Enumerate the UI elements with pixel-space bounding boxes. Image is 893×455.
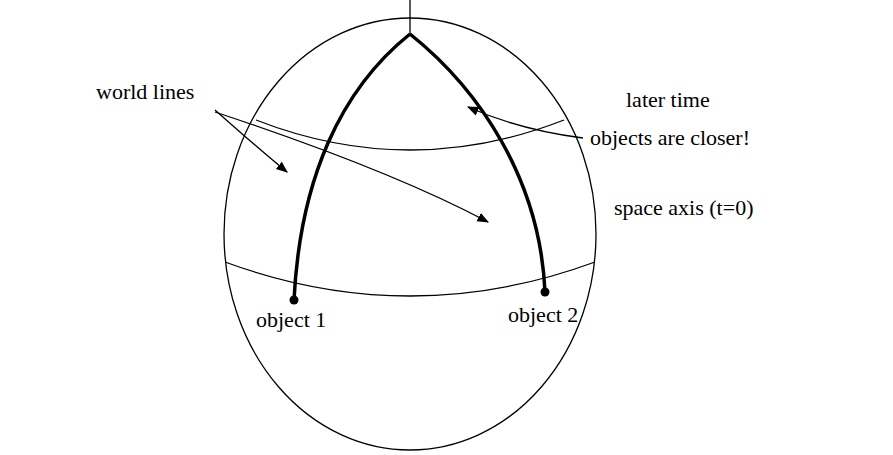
object-label: object 2 [508,303,578,327]
time-label: later time [626,88,710,112]
axis-label: space axis (t=0) [614,196,753,220]
time-axis-tick [409,0,410,34]
annotation-label: world lines [96,80,194,104]
object-dot [541,288,550,297]
space-axis-curve [225,262,595,296]
sphere-outline [224,18,596,450]
object-dot [290,296,299,305]
annotation-label: objects are closer! [590,126,750,150]
world-line [294,34,410,300]
leader-arrow [215,112,488,222]
object-label: object 1 [256,308,326,332]
world-line [410,34,545,292]
leader-arrow [468,107,583,138]
leader-arrow [215,110,287,172]
